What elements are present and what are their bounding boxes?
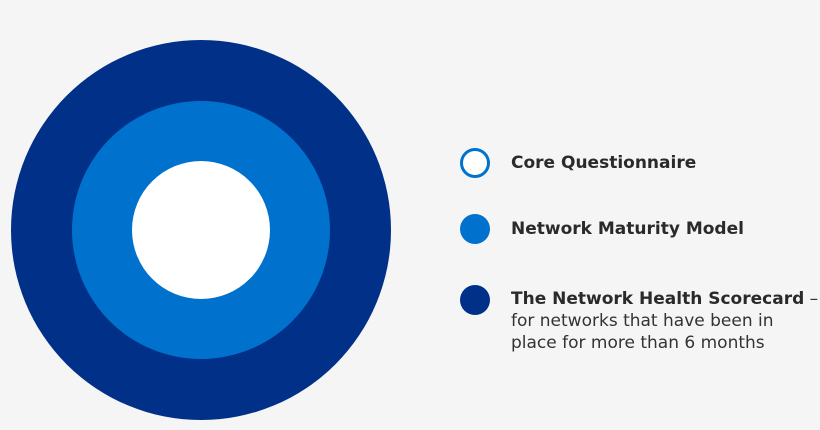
legend-title: Core Questionnaire [511, 153, 697, 173]
legend-title: The Network Health Scorecard [511, 289, 805, 309]
legend-description: for networks that have been in place for… [511, 311, 774, 353]
outline-circle-icon [460, 148, 490, 178]
filled-circle-icon [460, 285, 490, 315]
inner-ring-core-questionnaire [132, 161, 270, 299]
legend-separator: – [804, 289, 819, 309]
filled-circle-icon [460, 214, 490, 244]
legend-label: Network Maturity Model [511, 218, 820, 240]
concentric-rings-diagram [11, 40, 391, 420]
legend-title: Network Maturity Model [511, 219, 744, 239]
legend-label: Core Questionnaire [511, 152, 820, 174]
legend-label: The Network Health Scorecard – for netwo… [511, 288, 820, 354]
